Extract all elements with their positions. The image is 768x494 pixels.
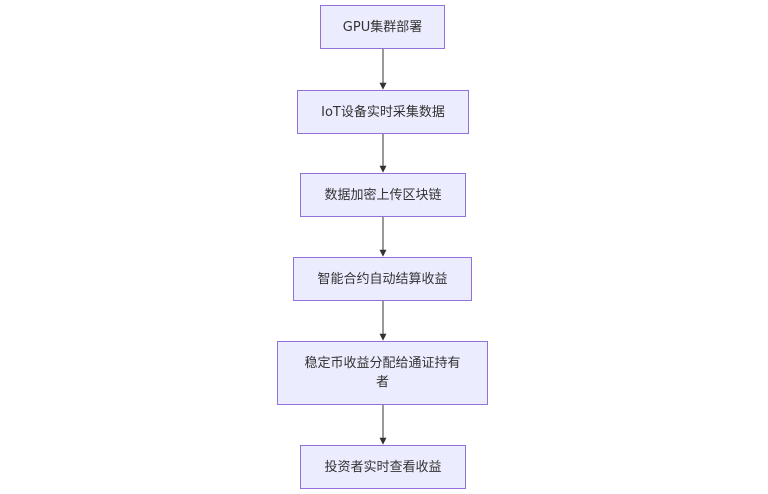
node-label: 智能合约自动结算收益 [317,271,448,287]
node-iot-data-collection: IoT设备实时采集数据 [297,90,469,134]
node-label: 数据加密上传区块链 [324,187,442,203]
node-label: 投资者实时查看收益 [324,459,442,475]
node-label: GPU集群部署 [342,19,423,35]
node-stablecoin-distribution: 稳定币收益分配给通证持有者 [277,341,488,405]
node-gpu-cluster-deploy: GPU集群部署 [320,5,445,49]
node-investor-view-earnings: 投资者实时查看收益 [300,445,466,489]
node-encrypt-upload-blockchain: 数据加密上传区块链 [300,173,466,217]
node-label: 稳定币收益分配给通证持有者 [304,356,461,390]
node-label: IoT设备实时采集数据 [321,104,445,120]
node-smart-contract-settlement: 智能合约自动结算收益 [293,257,472,301]
